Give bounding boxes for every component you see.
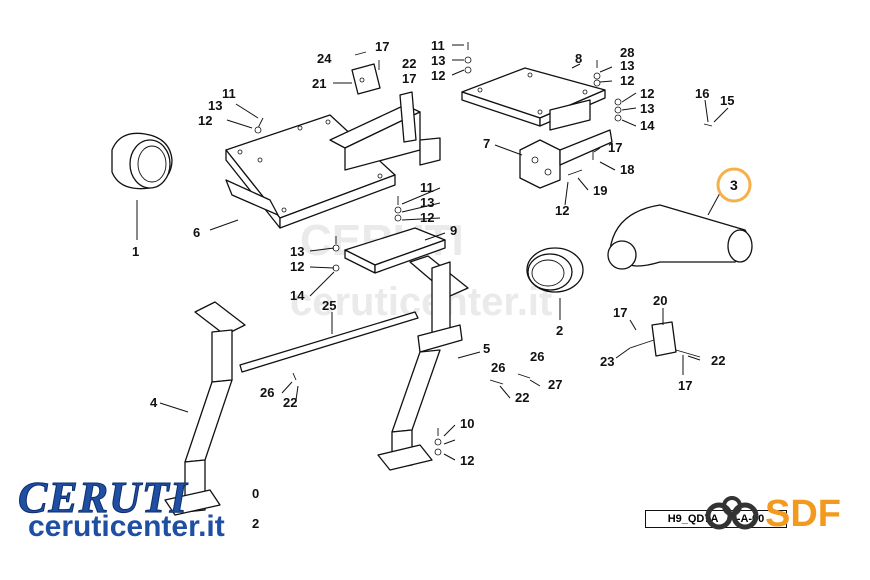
callout-8: 8 <box>575 51 582 66</box>
part-21-bracket <box>333 63 381 95</box>
callout-12-partial: 2 <box>252 516 259 531</box>
part-20-plate <box>629 308 701 358</box>
ceruti-logo: CERUTI <box>18 473 188 523</box>
callout-5: 5 <box>483 341 490 356</box>
callout-12-b: 12 <box>431 68 445 83</box>
watermark-site: ceruticenter.it <box>290 280 552 324</box>
part-3-exhaust-pipe <box>607 167 753 270</box>
callout-13-f: 13 <box>290 244 304 259</box>
callout-13-c: 13 <box>620 58 634 73</box>
sdf-logo: SDF <box>765 493 841 535</box>
callout-19: 19 <box>593 183 607 198</box>
part-25-rail <box>239 311 419 373</box>
callout-17-e: 17 <box>678 378 692 393</box>
callout-17-b: 17 <box>402 71 416 86</box>
callout-21: 21 <box>312 76 326 91</box>
callout-11-b: 11 <box>431 38 445 53</box>
callout-12-g: 12 <box>555 203 569 218</box>
callout-26-b: 26 <box>491 360 505 375</box>
highlight-circle-3 <box>716 167 752 203</box>
callout-4: 4 <box>150 395 158 410</box>
part-8-plate <box>461 63 606 131</box>
callout-1: 1 <box>132 244 139 259</box>
callout-22-d: 22 <box>711 353 725 368</box>
callout-25: 25 <box>322 298 336 313</box>
callout-23: 23 <box>600 354 614 369</box>
callout-15: 15 <box>720 93 734 108</box>
callout-13-e: 13 <box>420 195 434 210</box>
sdf-gear-icon <box>705 496 759 530</box>
callout-12-a: 12 <box>198 113 212 128</box>
callout-11-a: 11 <box>222 86 236 101</box>
callout-12-f: 12 <box>290 259 304 274</box>
callout-10: 10 <box>460 416 474 431</box>
callout-12-h: 12 <box>460 453 474 468</box>
callout-24: 24 <box>317 51 332 66</box>
callout-22-c: 22 <box>515 390 529 405</box>
callout-2: 2 <box>556 323 563 338</box>
callout-27: 27 <box>548 377 562 392</box>
callout-3: 3 <box>730 177 738 193</box>
callout-14-a: 14 <box>640 118 655 133</box>
callout-12-c: 12 <box>620 73 634 88</box>
callout-12-e: 12 <box>420 210 434 225</box>
callout-17-c: 17 <box>608 140 622 155</box>
callout-7: 7 <box>483 136 490 151</box>
callout-13-a: 13 <box>208 98 222 113</box>
part-4-stand <box>159 301 246 516</box>
part-2-coupling <box>526 247 584 320</box>
part-5-stand <box>377 255 481 471</box>
website-link[interactable]: ceruticenter.it <box>28 510 225 543</box>
callout-18: 18 <box>620 162 634 177</box>
callout-13-b: 13 <box>431 53 445 68</box>
callout-14-b: 14 <box>290 288 305 303</box>
callout-22-a: 22 <box>402 56 416 71</box>
callout-28: 28 <box>620 45 634 60</box>
callout-17-d: 17 <box>613 305 627 320</box>
callout-22-b: 22 <box>283 395 297 410</box>
hardware-leaders <box>226 44 729 461</box>
part-7-bracket <box>494 129 613 189</box>
callout-20: 20 <box>653 293 667 308</box>
callout-11-c: 11 <box>420 180 434 195</box>
callout-26-c: 26 <box>530 349 544 364</box>
part-9-cross-plate <box>344 227 446 274</box>
callout-16: 16 <box>695 86 709 101</box>
part-6-platform <box>209 91 441 231</box>
callout-10-partial: 0 <box>252 486 259 501</box>
part-1-hose-elbow <box>111 132 173 240</box>
callouts: 1 2 3 4 5 6 7 8 9 10 11 11 11 12 12 12 1… <box>132 38 738 531</box>
hardware-bolts <box>254 42 713 456</box>
callout-9: 9 <box>450 223 457 238</box>
callout-6: 6 <box>193 225 200 240</box>
callout-12-d: 12 <box>640 86 654 101</box>
callout-26-a: 26 <box>260 385 274 400</box>
callout-17-a: 17 <box>375 39 389 54</box>
callout-13-d: 13 <box>640 101 654 116</box>
